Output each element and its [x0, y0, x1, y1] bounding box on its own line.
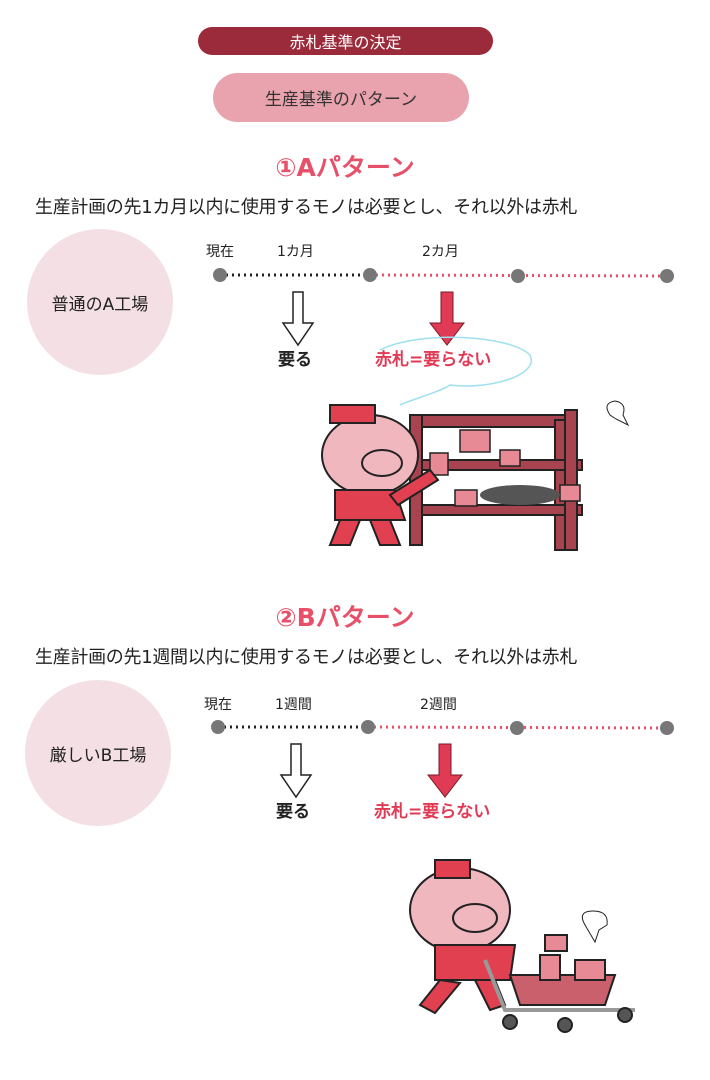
down-arrow-white-icon	[279, 743, 313, 799]
timeline-a-now: 現在	[206, 244, 234, 260]
section-header: 赤札基準の決定	[198, 27, 493, 55]
redtag-label-a: 赤札=要らない	[375, 350, 492, 370]
down-arrow-white-icon	[281, 291, 315, 347]
pig	[409, 859, 517, 1015]
cart	[483, 934, 635, 1033]
factory-a-circle: 普通のA工場	[27, 229, 173, 375]
pattern-b-title: ②Bパターン	[275, 603, 415, 632]
timeline-dot	[213, 268, 227, 282]
need-label-b: 要る	[276, 802, 310, 822]
timeline-dot	[361, 720, 375, 734]
timeline-b-mark1: 1週間	[275, 697, 312, 713]
timeline-a-mark2: 2カ月	[422, 244, 459, 260]
pattern-a-description: 生産計画の先1カ月以内に使用するモノは必要とし、それ以外は赤札	[35, 197, 578, 218]
highlight-outline	[379, 336, 533, 406]
timeline-dot	[211, 720, 225, 734]
timeline-b-now: 現在	[204, 697, 232, 713]
down-arrow-red-icon	[426, 743, 464, 798]
timeline-dot	[660, 269, 674, 283]
timeline-redtag-segment	[367, 725, 668, 730]
pig	[321, 404, 440, 546]
timeline-b-mark2: 2週間	[420, 697, 457, 713]
pattern-a-title: ①Aパターン	[275, 153, 415, 182]
timeline-b	[211, 720, 674, 799]
puff-icon	[606, 400, 630, 427]
section-subheader: 生産基準のパターン	[213, 73, 469, 122]
timeline-dot	[363, 268, 377, 282]
puff-icon	[581, 910, 608, 944]
timeline-a-mark1: 1カ月	[277, 244, 314, 260]
timeline-a	[213, 268, 674, 347]
factory-a-label: 普通のA工場	[51, 294, 149, 315]
pattern-b-description: 生産計画の先1週間以内に使用するモノは必要とし、それ以外は赤札	[35, 647, 578, 668]
redtag-label-b: 赤札=要らない	[374, 802, 491, 822]
pig-cart-illustration	[409, 859, 635, 1033]
parts	[480, 485, 560, 505]
timeline-dot	[660, 721, 674, 735]
factory-b-label: 厳しいB工場	[49, 745, 147, 766]
timeline-dot	[511, 269, 525, 283]
red-tags	[429, 429, 581, 507]
down-arrow-red-icon	[428, 291, 466, 346]
timeline-redtag-segment	[369, 273, 668, 278]
need-label-a: 要る	[278, 350, 312, 370]
timeline-dot	[510, 721, 524, 735]
pig-shelf-illustration	[321, 400, 630, 551]
factory-b-circle: 厳しいB工場	[25, 680, 171, 826]
